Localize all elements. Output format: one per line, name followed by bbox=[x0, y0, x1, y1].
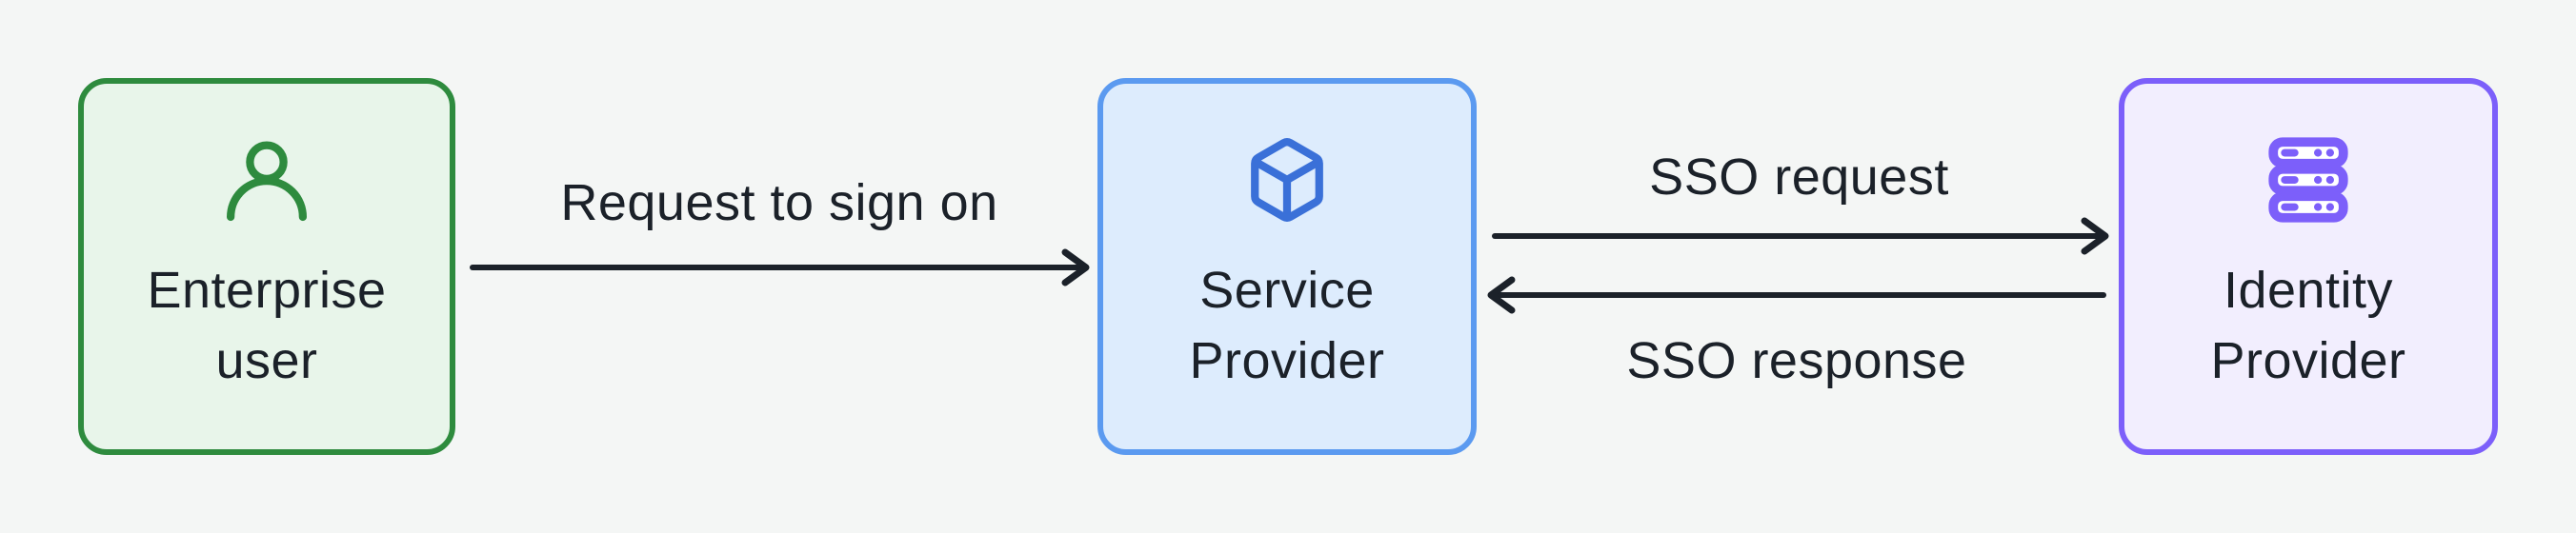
cube-icon bbox=[1244, 137, 1330, 223]
arrow-sso-request bbox=[1491, 206, 2110, 266]
edge-label-sso-response: SSO response bbox=[1626, 332, 1967, 389]
arrow-request-to-sign-on bbox=[469, 237, 1090, 298]
node-label-identity-provider: Identity Provider bbox=[2210, 262, 2406, 389]
node-identity-provider: Identity Provider bbox=[2119, 78, 2498, 455]
node-enterprise-user: Enterprise user bbox=[78, 78, 455, 455]
user-icon bbox=[224, 137, 310, 223]
edge-label-request-to-sign-on: Request to sign on bbox=[560, 174, 998, 231]
arrow-sso-response bbox=[1487, 265, 2107, 326]
node-label-service-provider: Service Provider bbox=[1189, 262, 1385, 389]
edge-label-sso-request: SSO request bbox=[1649, 148, 1949, 206]
server-rack-icon bbox=[2265, 137, 2351, 223]
node-service-provider: Service Provider bbox=[1097, 78, 1477, 455]
node-label-enterprise-user: Enterprise user bbox=[147, 262, 387, 389]
